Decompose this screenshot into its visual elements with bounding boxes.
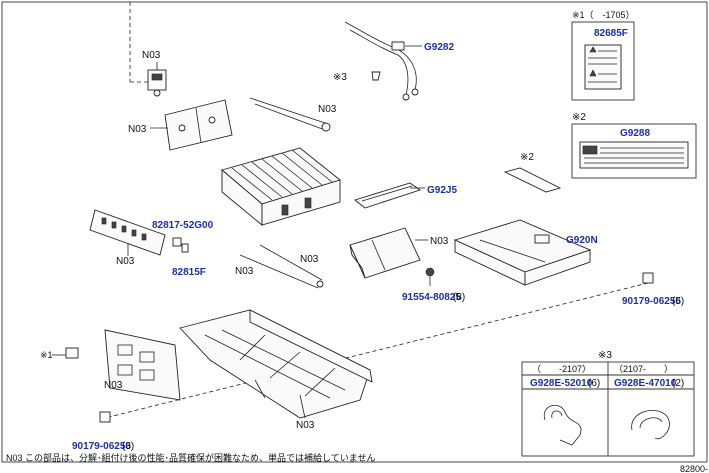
small-bracket-82817[interactable]: [172, 237, 189, 253]
label-n03-1: N03: [142, 50, 161, 61]
label-strip[interactable]: [503, 167, 562, 193]
label-card-g9288: [571, 123, 697, 179]
part-90179-left-qty: (3): [122, 441, 134, 452]
bus-rods-lower[interactable]: [239, 244, 324, 289]
small-label-sticker[interactable]: [65, 347, 79, 359]
clip-g928e-47010-drawing[interactable]: [631, 410, 670, 440]
diagram-frame: [1, 1, 708, 463]
nut-90179-right[interactable]: [642, 272, 654, 284]
part-g9288[interactable]: G9288: [620, 128, 650, 139]
connector-clip-part[interactable]: [147, 69, 167, 97]
part-90179-left[interactable]: 90179-06256: [72, 441, 131, 452]
part-82815f[interactable]: 82815F: [172, 267, 206, 278]
label-n03-8: N03: [296, 420, 315, 431]
part-90179-right[interactable]: 90179-06256: [622, 296, 681, 307]
part-g9282[interactable]: G9282: [424, 42, 454, 53]
legend3-box: [521, 361, 695, 457]
ref2-mark: ※2: [572, 112, 586, 123]
warning-label-sticker[interactable]: [584, 44, 622, 90]
label-n03-2: N03: [128, 124, 147, 135]
footnote-text: N03 この部品は、分解･組付け後の性能･品質確保が困難なため、単品では補給して…: [6, 452, 375, 463]
battery-tray-g920n[interactable]: [453, 219, 592, 286]
small-clip-part[interactable]: [371, 71, 381, 81]
part-g928e-47010-qty: (2): [672, 378, 684, 389]
label-n03-3: N03: [318, 104, 337, 115]
bolt-91554[interactable]: [425, 267, 435, 286]
part-g92j5[interactable]: G92J5: [427, 185, 457, 196]
part-82685f[interactable]: 82685F: [594, 28, 628, 39]
caution-label-sticker[interactable]: [579, 141, 689, 169]
battery-cover-g92j5[interactable]: [354, 182, 421, 209]
legend3-col1-range: （ -2107）: [532, 364, 591, 374]
bus-rod-upper[interactable]: [249, 97, 331, 132]
label-n03-6: N03: [235, 266, 254, 277]
wire-harness[interactable]: [344, 21, 419, 101]
diagram-code: 82800-: [680, 464, 708, 473]
label-card-82685f: [571, 21, 635, 101]
part-g928e-47010[interactable]: G928E-47010: [614, 378, 677, 389]
dashed-guide-diagonal: [104, 282, 649, 419]
part-90179-right-qty: (5): [672, 296, 684, 307]
part-91554[interactable]: 91554-80825: [402, 292, 461, 303]
nut-90179-left[interactable]: [99, 411, 111, 423]
busbar-module[interactable]: [89, 209, 166, 256]
ref1-head: ※1（ -1705）: [572, 10, 635, 20]
part-82817[interactable]: 82817-52G00: [152, 220, 214, 231]
ref2-mark-small: ※2: [520, 152, 534, 163]
junction-bracket[interactable]: [349, 227, 421, 279]
label-n03-7: N03: [430, 236, 449, 247]
part-91554-qty: (8): [453, 292, 465, 303]
ref1-mark: ※1: [40, 350, 53, 360]
label-n03-5: N03: [300, 254, 319, 265]
side-plate[interactable]: [104, 329, 181, 401]
battery-bracket-plate[interactable]: [164, 99, 233, 151]
part-g928e-52010-qty: (6): [588, 378, 600, 389]
lower-chassis-frame[interactable]: [179, 309, 373, 419]
part-g920n[interactable]: G920N: [566, 235, 598, 246]
legend3-title: ※3: [598, 350, 612, 361]
legend3-col2-range: （2107- ）: [614, 364, 673, 374]
ref3-mark: ※3: [333, 72, 347, 83]
clip-g928e-52010-drawing[interactable]: [543, 404, 582, 446]
battery-module-stack[interactable]: [221, 147, 341, 226]
label-n03-9: N03: [104, 380, 123, 391]
label-n03-4: N03: [116, 256, 135, 267]
part-g928e-52010[interactable]: G928E-52010: [530, 378, 593, 389]
